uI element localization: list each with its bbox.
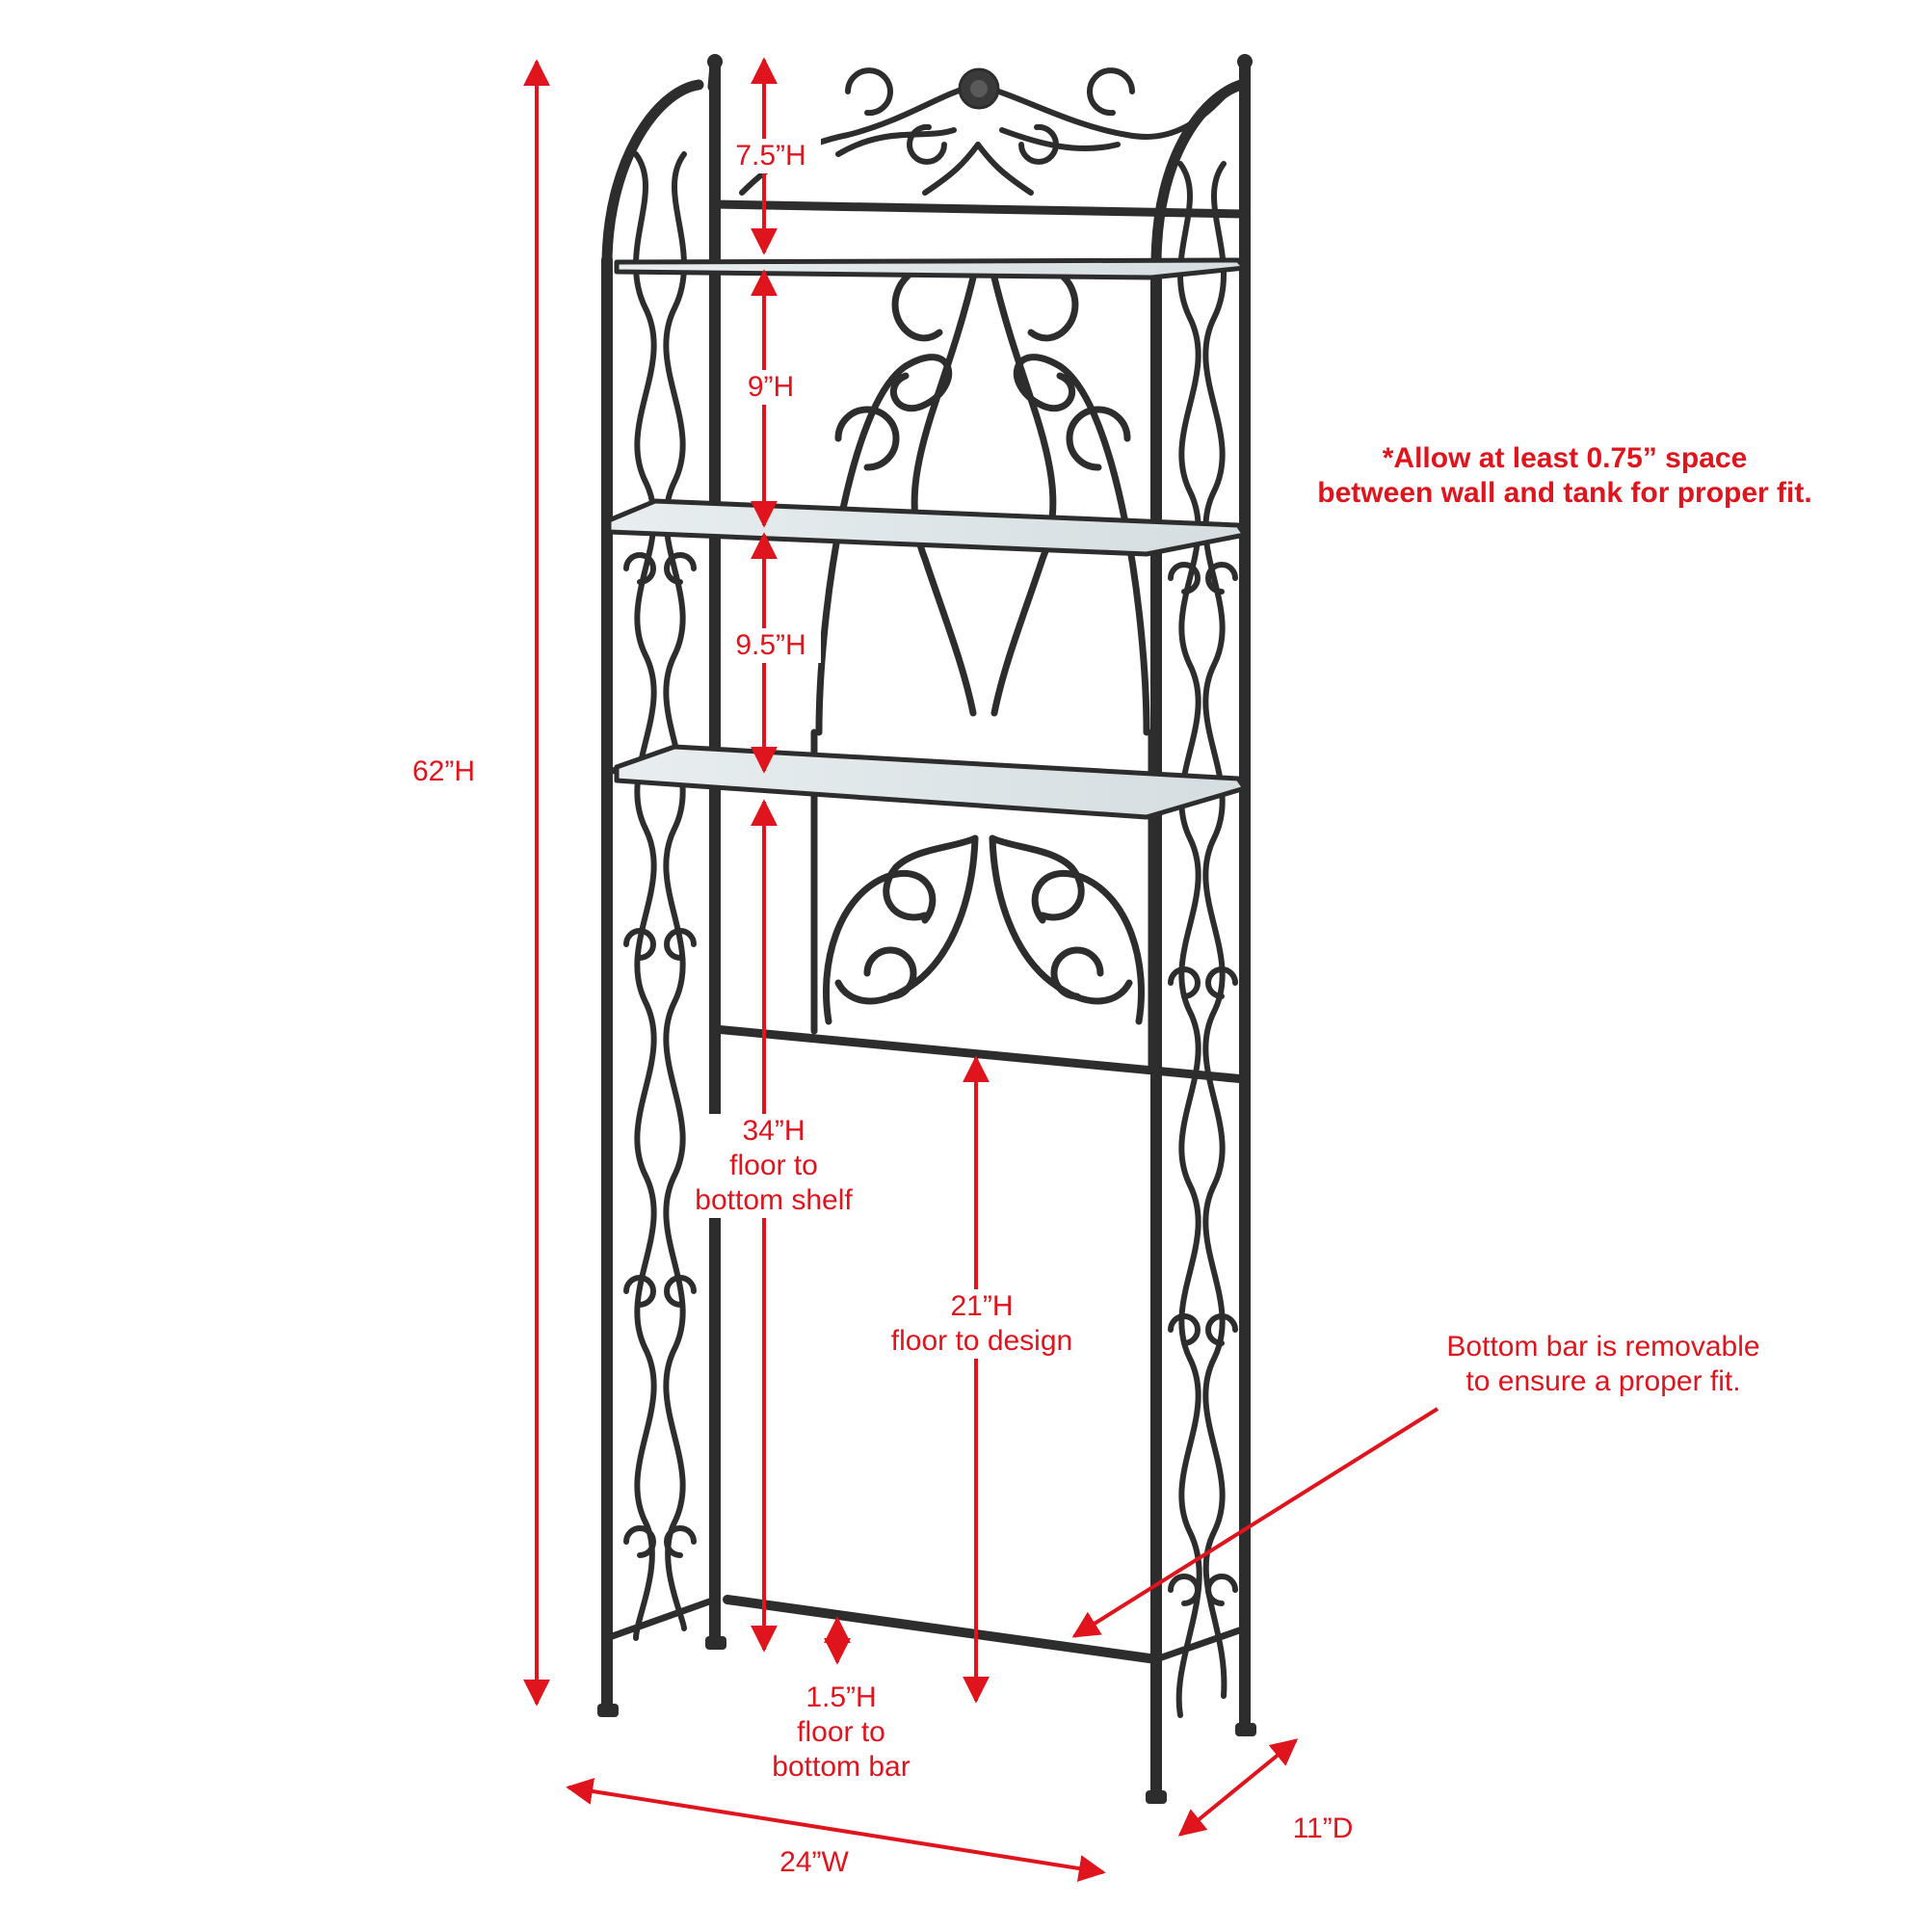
dim-floor-to-bottom-shelf-line3: bottom shelf [695, 1184, 853, 1216]
dim-shelf-gap-1: 9”H [732, 370, 809, 405]
note-bottom-bar: Bottom bar is removable to ensure a prop… [1426, 1330, 1781, 1399]
dim-floor-to-bottom-shelf-value: 34”H [742, 1115, 805, 1147]
dim-floor-to-design: 21”H floor to design [884, 1289, 1079, 1359]
dim-total-height: 62”H [412, 755, 476, 787]
note-bottom-bar-line2: to ensure a proper fit. [1465, 1365, 1741, 1397]
dim-floor-to-bottom-shelf-line2: floor to [729, 1150, 818, 1181]
dim-floor-to-bottom-shelf: 34”H floor to bottom shelf [688, 1114, 859, 1218]
dim-floor-to-bottom-bar-line2: floor to [797, 1716, 885, 1748]
note-wall-space-line1: *Allow at least 0.75” space [1382, 442, 1748, 474]
dim-floor-to-design-line2: floor to design [890, 1325, 1073, 1357]
dim-shelf-gap-2: 9.5”H [721, 628, 821, 663]
dim-width: 24”W [779, 1846, 849, 1878]
dim-depth: 11”D [1292, 1813, 1354, 1844]
dim-floor-to-bottom-bar: 1.5”H floor to bottom bar [755, 1681, 927, 1785]
note-bottom-bar-line1: Bottom bar is removable [1446, 1331, 1760, 1363]
note-wall-space: *Allow at least 0.75” space between wall… [1291, 441, 1838, 511]
glass-shelves [606, 257, 1248, 820]
dim-floor-to-design-value: 21”H [950, 1290, 1014, 1322]
dim-floor-to-bottom-bar-line3: bottom bar [772, 1751, 911, 1783]
dim-top-section: 7.5”H [721, 139, 821, 173]
dimension-arrows [523, 57, 1439, 1882]
note-wall-space-line2: between wall and tank for proper fit. [1317, 477, 1812, 509]
dim-floor-to-bottom-bar-value: 1.5”H [805, 1681, 877, 1713]
etagere-frame [597, 54, 1256, 1804]
